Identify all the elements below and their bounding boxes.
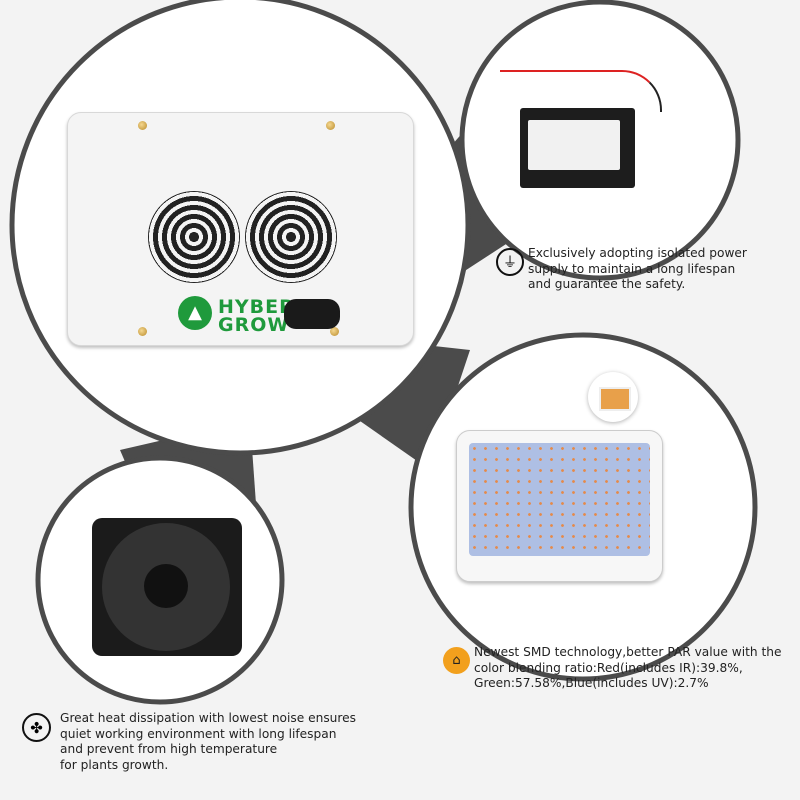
- smd-chip: [599, 387, 631, 411]
- caption-line: and prevent from high temperature: [60, 742, 278, 756]
- caption-line: and guarantee the safety.: [528, 277, 686, 291]
- power-driver: [520, 108, 635, 188]
- screw: [326, 121, 335, 130]
- cooling-fan: [92, 518, 242, 656]
- brand-line-2: GROW: [218, 314, 290, 336]
- screw: [138, 327, 147, 336]
- caption-line: supply to maintain a long lifespan: [528, 261, 736, 276]
- fan-grill: [148, 191, 240, 283]
- light-back-panel: ▲ HYBER GROW: [67, 112, 414, 346]
- smd-chip-closeup: [588, 372, 638, 422]
- screw: [330, 327, 339, 336]
- fan-icon: ✤: [22, 713, 51, 742]
- fan-hub: [144, 564, 188, 608]
- led-array: [469, 443, 650, 556]
- brand-logo-icon: ▲: [178, 296, 212, 330]
- caption-line: Great heat dissipation with lowest noise…: [60, 711, 356, 725]
- caption-line: Green:57.58%,Blue(includes UV):2.7%: [474, 676, 709, 690]
- caption-line: color blending ratio:Red(includes IR):39…: [474, 660, 743, 675]
- caption-line: Newest SMD technology,better PAR value w…: [474, 645, 782, 659]
- fan-grill: [245, 191, 337, 283]
- screw: [138, 121, 147, 130]
- power-socket: [284, 299, 340, 329]
- brand-logo-text: HYBER GROW: [218, 296, 295, 336]
- caption-line: Exclusively adopting isolated power: [528, 246, 747, 260]
- driver-label: [528, 120, 620, 170]
- driver-wires: [500, 70, 662, 112]
- led-panel: [456, 430, 663, 582]
- caption-line: quiet working environment with long life…: [60, 726, 337, 741]
- lamp-icon: ⌂: [443, 647, 470, 674]
- feature-smd-caption: Newest SMD technology,better PAR value w…: [474, 645, 781, 692]
- power-plug-icon: ⏚: [496, 248, 524, 276]
- feature-power-caption: Exclusively adopting isolated power supp…: [528, 246, 747, 293]
- caption-line: for plants growth.: [60, 757, 169, 772]
- brand-line-1: HYBER: [218, 296, 295, 318]
- feature-fan-caption: Great heat dissipation with lowest noise…: [60, 711, 356, 773]
